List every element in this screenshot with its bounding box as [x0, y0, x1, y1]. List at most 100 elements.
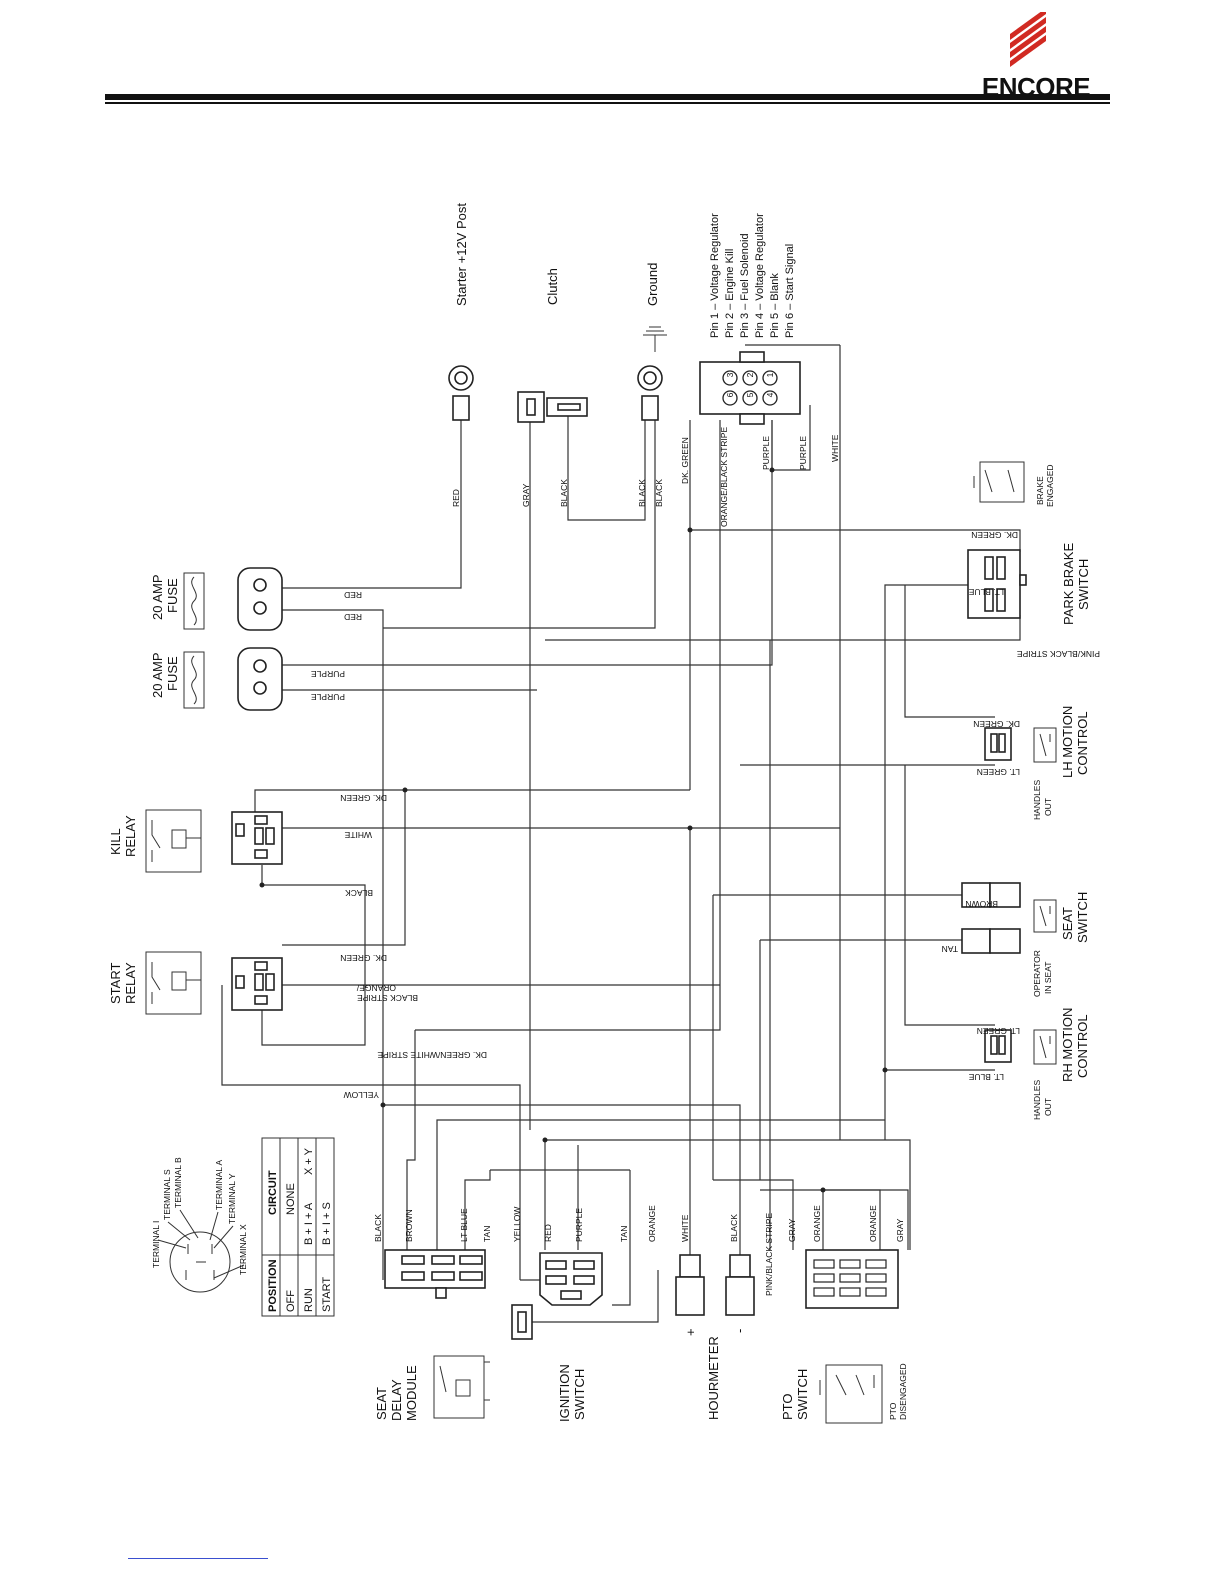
kill-relay-title: KILL	[108, 828, 123, 855]
table-cell: START	[321, 1277, 333, 1312]
wire-label: DK. GREEN/WHITE STRIPE	[377, 1050, 487, 1060]
wire-label: BLACK	[345, 888, 373, 898]
rh-motion-title: CONTROL	[1075, 1014, 1090, 1078]
starter-ring-terminal	[448, 365, 474, 421]
svg-text:6: 6	[725, 392, 735, 397]
kill-relay-title: RELAY	[123, 815, 138, 857]
terminal-s: TERMINAL S	[162, 1169, 172, 1220]
wire-label: BLACK	[559, 479, 569, 507]
start-relay-title: START	[108, 963, 123, 1004]
brake-state: BRAKE	[1035, 476, 1045, 505]
hourmeter-title: HOURMETER	[706, 1336, 721, 1420]
fuse-b-title: 20 AMP	[150, 652, 165, 698]
handles-out-label: HANDLES	[1032, 780, 1042, 820]
wire-label: BROWN	[404, 1209, 414, 1242]
wire-label: PINK/BLACK STRIPE	[764, 1213, 774, 1296]
fuse-holder-top	[183, 567, 283, 631]
handles-out-label: HANDLES	[1032, 1080, 1042, 1120]
hourmeter	[675, 1254, 755, 1316]
wire-label: DK. GREEN	[680, 437, 690, 484]
circuit-truth-table: POSITION CIRCUIT OFF NONE RUN B + I + A …	[261, 1137, 335, 1317]
start-relay	[145, 951, 283, 1015]
wire-label: TAN	[619, 1226, 629, 1242]
wire-label: BLACK	[373, 1214, 383, 1242]
table-header-circuit: CIRCUIT	[267, 1170, 279, 1215]
pto-state: PTO	[888, 1402, 898, 1420]
fuse-a-title: FUSE	[165, 578, 180, 613]
ignition-title: SWITCH	[572, 1369, 587, 1420]
wire-label: PURPLE	[574, 1208, 584, 1242]
seat-switch-title: SWITCH	[1075, 892, 1090, 943]
wire-label: PURPLE	[798, 436, 808, 470]
wire-label: ORANGE	[812, 1205, 822, 1242]
pin-5: Pin 5 – Blank	[769, 273, 781, 338]
pin-4: Pin 4 – Voltage Regulator	[754, 213, 766, 338]
rh-motion-control	[984, 1029, 1057, 1065]
wire-label: WHITE	[830, 434, 840, 462]
fuse-b-title: FUSE	[165, 656, 180, 691]
lh-motion-control	[984, 727, 1057, 763]
table-cell: NONE	[285, 1183, 297, 1215]
footer-link-underline[interactable]	[128, 1558, 268, 1559]
wire-label: WHITE	[344, 830, 372, 840]
pin-6: Pin 6 – Start Signal	[784, 244, 796, 338]
seat-delay-title: MODULE	[404, 1365, 419, 1421]
table-header-position: POSITION	[267, 1259, 279, 1312]
lh-motion-title: LH MOTION	[1060, 706, 1075, 778]
encore-logo: ENCORE	[962, 8, 1110, 102]
handles-out-label: OUT	[1043, 798, 1053, 816]
wire-label: ORANGE	[647, 1205, 657, 1242]
wire-label: GRAY	[787, 1218, 797, 1242]
seat-switch-title: SEAT	[1060, 907, 1075, 940]
wires	[221, 344, 1021, 1323]
wire-label: RED	[344, 590, 362, 600]
operator-seat-label: IN SEAT	[1043, 962, 1053, 994]
hourmeter-minus: -	[732, 1329, 747, 1333]
header-rule-thin	[105, 102, 1110, 104]
wire-label: ORANGE/	[356, 983, 396, 993]
seat-delay-title: DELAY	[389, 1379, 404, 1421]
pin-2: Pin 2 – Engine Kill	[724, 249, 736, 338]
wire-label: DK. GREEN	[971, 530, 1018, 540]
clutch-connector	[517, 391, 588, 423]
wire-label: WHITE	[680, 1214, 690, 1242]
starter-label: Starter +12V Post	[454, 203, 469, 306]
wire-label: PINK/BLACK STRIPE	[1017, 649, 1100, 659]
wire-label: RED	[344, 612, 362, 622]
terminal-y: TERMINAL Y	[227, 1173, 237, 1224]
seat-delay-title: SEAT	[374, 1387, 389, 1420]
terminal-i: TERMINAL I	[151, 1221, 161, 1268]
svg-text:5: 5	[745, 392, 755, 397]
ignition-title: IGNITION	[557, 1364, 572, 1422]
svg-text:1: 1	[765, 372, 775, 377]
terminal-x: TERMINAL X	[238, 1224, 248, 1275]
park-brake-title: PARK BRAKE	[1061, 543, 1076, 625]
park-brake-title: SWITCH	[1076, 559, 1091, 610]
clutch-label: Clutch	[545, 268, 560, 305]
wire-label: PURPLE	[761, 436, 771, 470]
wire-label: TAN	[482, 1226, 492, 1242]
header-rule	[105, 94, 1110, 100]
terminal-b: TERMINAL B	[173, 1157, 183, 1208]
pto-state: DISENGAGED	[898, 1363, 908, 1420]
wire-label: GRAY	[521, 483, 531, 507]
table-cell: X + Y	[303, 1147, 315, 1175]
page-header: ENCORE	[0, 0, 1224, 110]
wire-label: LT BLUE	[459, 1208, 469, 1242]
operator-seat-label: OPERATOR	[1032, 950, 1042, 997]
harness-plug: 3 2 1 6 5 4	[699, 351, 801, 425]
wire-label: BLACK STRIPE	[357, 993, 418, 1003]
ignition-terminal-diagram	[157, 1209, 245, 1293]
wire-label: DK. GREEN	[973, 719, 1020, 729]
wire-label: YELLOW	[512, 1207, 522, 1242]
seat-delay-module	[384, 1249, 490, 1419]
pto-title: PTO	[780, 1394, 795, 1421]
hourmeter-plus: +	[683, 1328, 698, 1336]
svg-text:4: 4	[765, 392, 775, 397]
wire-label: BLACK	[637, 479, 647, 507]
kill-relay	[145, 809, 283, 873]
ground-label: Ground	[645, 263, 660, 306]
table-cell: B + I + A	[303, 1202, 315, 1245]
wire-label: LT. BLUE	[968, 1072, 1004, 1082]
